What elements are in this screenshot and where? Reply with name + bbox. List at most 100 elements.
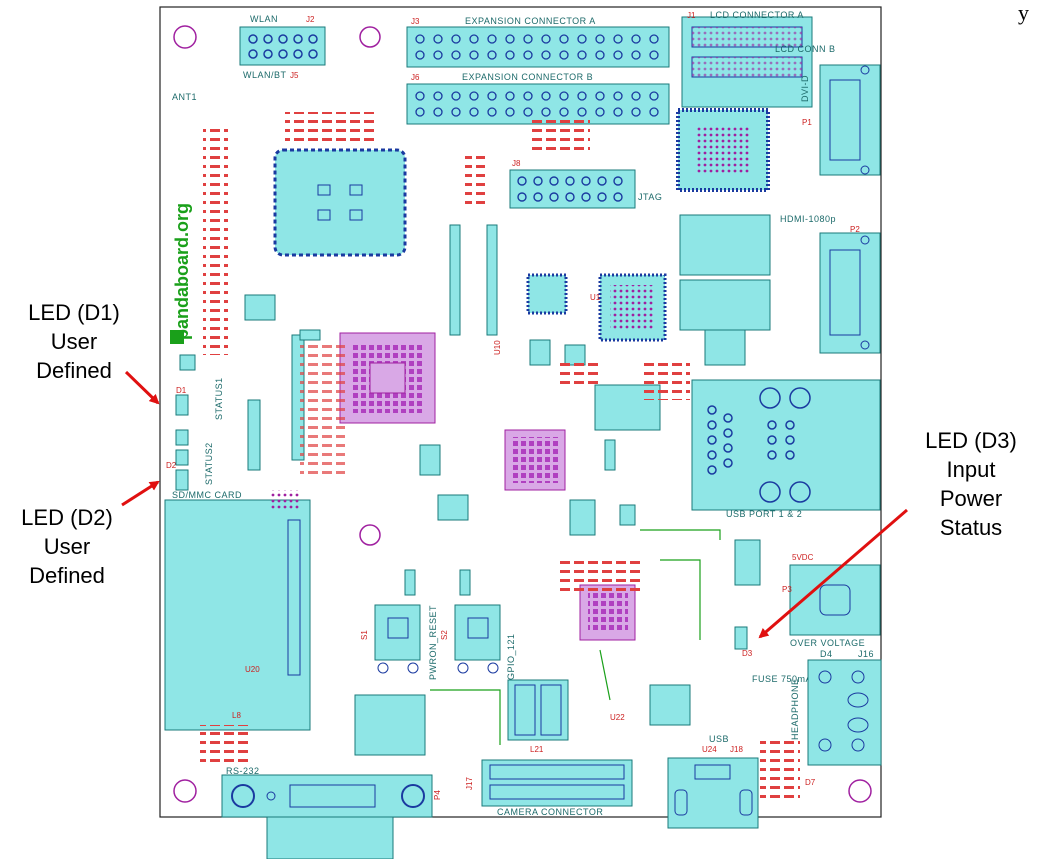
p2-label: P2 — [850, 225, 860, 234]
display-bridge-chip — [676, 108, 770, 192]
header-pin — [451, 107, 461, 117]
status1-label: STATUS1 — [214, 377, 224, 420]
arrow-d1 — [124, 370, 160, 405]
header-pin — [631, 91, 641, 101]
callout-d3-line2: Input — [946, 457, 996, 482]
p3-label: P3 — [782, 585, 792, 594]
pmic-balls — [588, 593, 628, 633]
hdmi-connector: HDMI-1080p P2 — [780, 214, 881, 354]
callout-d3-line3: Power — [939, 486, 1003, 511]
j1-label: J1 — [687, 11, 696, 20]
header-pin — [595, 91, 605, 101]
omap-soc: U10 — [339, 332, 502, 424]
header-pin — [505, 91, 515, 101]
serial-transceiver — [354, 694, 426, 756]
traces — [430, 529, 721, 745]
l8-label: L8 — [232, 711, 241, 720]
arrow-d3 — [758, 508, 908, 639]
header-pin — [487, 107, 497, 117]
logo-mark — [170, 330, 184, 344]
gpio-label: GPIO_121 — [506, 633, 516, 680]
callout-d2-line3: Defined — [29, 563, 105, 588]
header-pin — [433, 50, 443, 60]
header-pin — [415, 107, 425, 117]
header-pin — [649, 34, 659, 44]
wlan-label: WLAN — [250, 14, 278, 24]
pwron-reset-label: PWRON_RESET — [428, 605, 438, 680]
status2-label: STATUS2 — [204, 442, 214, 485]
callout-d1-line2: User — [50, 329, 98, 354]
s2-label: S2 — [440, 630, 449, 640]
dvi-label: DVI-D — [800, 75, 810, 102]
header-pin — [415, 50, 425, 60]
via-cluster — [270, 490, 300, 510]
silkscreen-cluster-g — [285, 112, 375, 142]
callout-d1: LED (D1) User Defined — [18, 298, 130, 385]
inductor-l21: L21 — [507, 679, 569, 754]
header-pin — [559, 91, 569, 101]
header-pin — [541, 34, 551, 44]
wlan-module — [273, 148, 407, 257]
wlan-header: WLAN J2 WLAN/BT J5 — [239, 14, 326, 80]
over-voltage-label: OVER VOLTAGE — [790, 638, 865, 648]
header-pin — [505, 107, 515, 117]
sdmmc-label: SD/MMC CARD — [172, 490, 242, 500]
callout-d2-line2: User — [43, 534, 91, 559]
callout-d1-line1: LED (D1) — [28, 300, 120, 325]
header-pin — [613, 50, 623, 60]
sd-card-slot: SD/MMC CARD L8 U20 — [164, 490, 311, 731]
silkscreen-cluster-e — [200, 725, 250, 765]
small-qfp — [526, 273, 568, 315]
dvi-connector: DVI-D P1 — [800, 64, 881, 176]
rs232-label: RS-232 — [226, 766, 260, 776]
expansion-connector-a: EXPANSION CONNECTOR A J3 — [406, 16, 670, 68]
j17-label: J17 — [465, 777, 474, 790]
header-pin — [613, 91, 623, 101]
switch-s1: S1 — [360, 604, 421, 674]
usb-otg-connector: USB U24 J18 — [667, 734, 759, 829]
l21-label: L21 — [530, 745, 544, 754]
jtag-header: JTAG J8 — [509, 159, 662, 209]
wlan-bt-label: WLAN/BT — [243, 70, 287, 80]
header-pin — [577, 91, 587, 101]
header-pin — [451, 91, 461, 101]
header-pin — [469, 50, 479, 60]
led-d1: D1 STATUS1 — [175, 377, 224, 420]
rs232-connector: RS-232 P4 — [221, 766, 442, 860]
exp-b-label: EXPANSION CONNECTOR B — [462, 72, 593, 82]
header-pin — [433, 107, 443, 117]
lcd-b-label: LCD CONN B — [775, 44, 836, 54]
callout-d2-line1: LED (D2) — [21, 505, 113, 530]
header-pin — [577, 50, 587, 60]
silkscreen-column — [203, 125, 228, 355]
header-pin — [433, 34, 443, 44]
switch-s2: S2 — [440, 604, 501, 674]
s1-label: S1 — [360, 630, 369, 640]
fuse-label: FUSE 750mA — [752, 674, 812, 684]
usb-hub-chip — [504, 429, 566, 491]
callout-d1-line3: Defined — [36, 358, 112, 383]
header-pin — [523, 34, 533, 44]
header-pin — [487, 91, 497, 101]
header-pin — [469, 107, 479, 117]
header-pin — [595, 34, 605, 44]
d2-label: D2 — [166, 461, 177, 470]
camera-label: CAMERA CONNECTOR — [497, 807, 603, 817]
d1-label: D1 — [176, 386, 187, 395]
callout-d3: LED (D3) Input Power Status — [912, 426, 1030, 542]
header-pin — [541, 50, 551, 60]
d7-label: D7 — [805, 778, 816, 787]
d3-label: D3 — [742, 649, 753, 658]
header-pin — [631, 107, 641, 117]
callout-d3-line4: Status — [939, 515, 1003, 540]
usb12-label: USB PORT 1 & 2 — [726, 509, 802, 519]
j6-label: J6 — [411, 73, 420, 82]
lcd-a-label: LCD CONNECTOR A — [710, 10, 804, 20]
u1-label: U1 — [590, 293, 601, 302]
logo-text: pandaboard.org — [172, 203, 192, 340]
header-pin — [487, 34, 497, 44]
silkscreen-cluster-c — [560, 555, 640, 595]
led-d3: D3 — [734, 626, 753, 658]
